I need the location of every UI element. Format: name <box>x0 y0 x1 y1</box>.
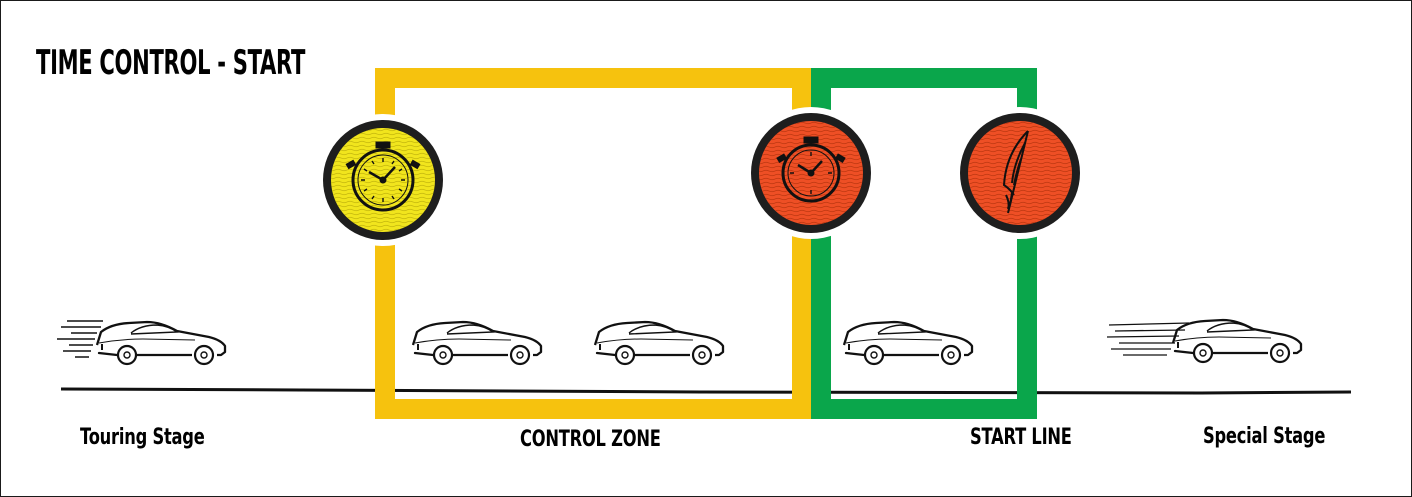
stopwatch-sign-yellow <box>317 114 449 246</box>
touring-stage-label: Touring Stage <box>80 425 205 450</box>
car-start-line <box>842 320 974 366</box>
start-line-label: START LINE <box>970 425 1072 450</box>
start-sign-red <box>954 107 1086 239</box>
diagram-title: TIME CONTROL - START <box>36 43 306 83</box>
car-touring-stage <box>56 320 227 366</box>
car-control-zone <box>411 320 543 366</box>
road-line <box>60 387 1352 395</box>
stopwatch-icon <box>776 136 846 203</box>
stopwatch-sign-red <box>745 107 877 239</box>
start-line-zone-boundary <box>811 68 1037 419</box>
special-stage-label: Special Stage <box>1203 424 1326 449</box>
flag-icon <box>1002 130 1029 214</box>
control-zone-label: CONTROL ZONE <box>520 427 661 452</box>
car-control-zone <box>593 320 725 366</box>
stopwatch-icon <box>345 141 421 212</box>
car-special-stage <box>1106 318 1303 364</box>
